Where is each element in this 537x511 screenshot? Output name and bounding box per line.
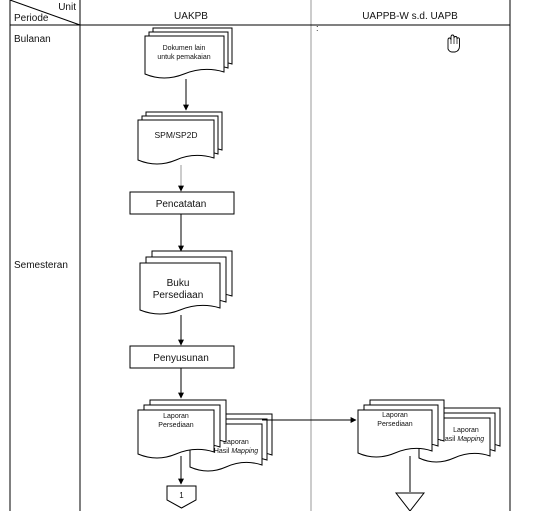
penyusunan-label: Penyusunan — [153, 353, 209, 364]
laporan-persediaan-uappbw-line1: Laporan — [382, 412, 408, 419]
pencatatan-process — [129, 191, 235, 215]
hasil-mapping-uappbw-line1: Laporan — [453, 427, 479, 434]
dokumen-lain-line2: untuk pemakaian — [157, 54, 210, 61]
off-page-connector — [166, 485, 197, 509]
spm-sp2d-document — [137, 111, 223, 165]
periode-header-label: Periode — [14, 13, 49, 24]
laporan-persediaan-uappbw-line2: Persediaan — [377, 421, 413, 428]
hasil-mapping-line1: Laporan — [223, 439, 249, 446]
hand-cursor-icon — [447, 34, 460, 53]
hasil-mapping-uappbw-line2: Hasil Mapping — [440, 436, 484, 443]
connector-label: 1 — [179, 491, 184, 500]
buku-persediaan-line1: Buku — [167, 278, 190, 289]
buku-persediaan-line2: Persediaan — [153, 290, 204, 301]
spm-sp2d-label: SPM/SP2D — [155, 130, 198, 140]
pencatatan-label: Pencatatan — [156, 199, 207, 210]
laporan-persediaan-document — [137, 399, 227, 459]
colon-mark: : — [316, 23, 319, 33]
period-bulanan: Bulanan — [14, 34, 51, 45]
dokumen-lain-document — [144, 27, 233, 79]
lane-uakpb-title: UAKPB — [174, 11, 208, 22]
period-semesteran: Semesteran — [14, 260, 68, 271]
dokumen-lain-line1: Dokumen lain — [163, 45, 206, 52]
swimlane-grid — [9, 0, 511, 511]
laporan-persediaan-line1: Laporan — [163, 413, 189, 420]
unit-header-label: Unit — [58, 2, 76, 13]
penyusunan-process — [129, 345, 235, 369]
hasil-mapping-line2: Hasil Mapping — [214, 448, 258, 455]
merge-triangle-icon — [394, 492, 426, 511]
laporan-persediaan-line2: Persediaan — [158, 422, 194, 429]
laporan-persediaan-uappbw-document — [357, 399, 445, 458]
buku-persediaan-document — [139, 250, 233, 315]
lane-uappbw-title: UAPPB-W s.d. UAPB — [362, 11, 458, 22]
